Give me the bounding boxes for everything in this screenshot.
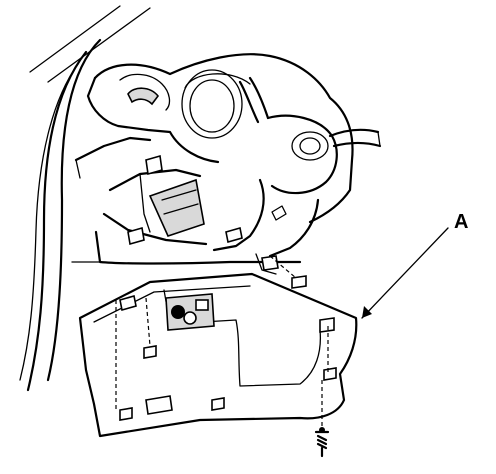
callout-label-a: A: [454, 211, 468, 233]
callout-a: A: [361, 211, 468, 319]
screw-icon: [314, 427, 330, 458]
a-pillar-trim: [19, 5, 151, 392]
dashboard-assembly: [71, 53, 382, 289]
driver-lower-cover: [78, 255, 358, 438]
